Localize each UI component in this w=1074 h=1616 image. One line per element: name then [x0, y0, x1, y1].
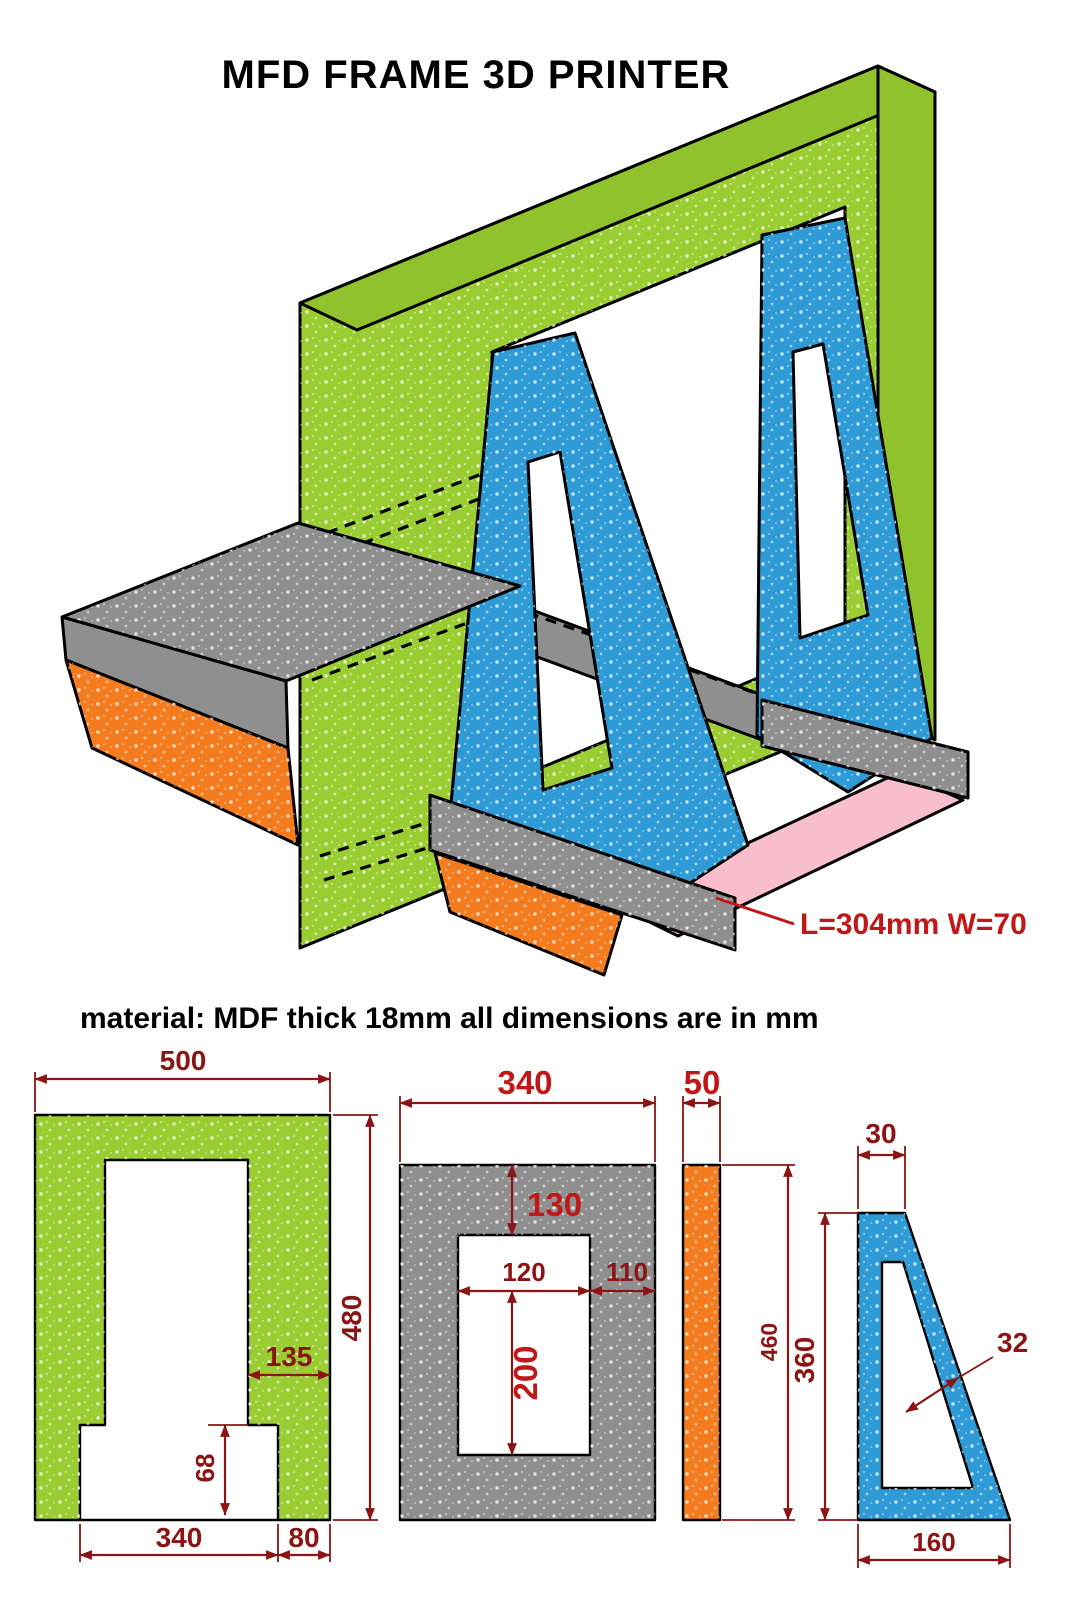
iso-center-foot-block [428, 793, 737, 977]
dim-label-50: 50 [684, 1064, 721, 1101]
plate-callout-label: L=304mm W=70 [800, 908, 1027, 941]
material-note: material: MDF thick 18mm all dimensions … [80, 1002, 819, 1035]
iso-right-gusset-texture [757, 218, 932, 792]
iso-hidden-line [319, 818, 437, 858]
dim-label-130: 130 [527, 1186, 582, 1223]
dim-label-68: 68 [190, 1454, 220, 1483]
panel-front-texture [35, 1115, 330, 1520]
dim-label-340: 340 [497, 1064, 552, 1101]
dim-label-200: 200 [507, 1345, 544, 1400]
plate-front-texture [400, 1165, 655, 1520]
dim-leader-32 [957, 1356, 994, 1379]
dim-label-32: 32 [997, 1327, 1028, 1358]
page-title: MFD FRAME 3D PRINTER [222, 53, 731, 97]
dim-label-480: 480 [336, 1295, 367, 1342]
iso-orange-skirt-left-texture [66, 660, 298, 845]
dim-label-135: 135 [266, 1341, 313, 1372]
iso-left-gusset [445, 331, 750, 908]
iso-left-gusset-texture [447, 333, 748, 906]
iso-right-foot-rail [760, 698, 970, 800]
dim-label-160: 160 [912, 1527, 955, 1557]
dim-label-30: 30 [865, 1118, 896, 1149]
iso-base-top-texture [62, 523, 520, 681]
gusset-front-texture [858, 1213, 1010, 1520]
iso-base-platform-left [60, 521, 522, 847]
view-base-plate: 340 50 130 120 110 200 460 [398, 1064, 795, 1522]
dim-label-340-bottom: 340 [156, 1522, 203, 1553]
iso-orange-skirt-center-texture [435, 853, 622, 975]
iso-right-foot-rail-texture [762, 700, 968, 798]
dim-line-32 [905, 1377, 959, 1413]
dim-label-110: 110 [606, 1257, 648, 1287]
dim-label-80: 80 [288, 1522, 319, 1553]
iso-center-foot-texture [430, 795, 735, 950]
iso-hidden-line [311, 612, 493, 682]
plate-side-strip-texture [683, 1165, 720, 1520]
dim-label-500: 500 [160, 1045, 207, 1076]
iso-hidden-line [323, 842, 441, 882]
isometric-assembly-view: L=304mm W=70 [60, 64, 1027, 977]
dim-label-460: 460 [756, 1323, 782, 1361]
view-gusset: 360 30 32 160 [789, 1118, 1028, 1568]
dim-label-360: 360 [789, 1337, 820, 1384]
plate-callout-leader [715, 896, 795, 926]
view-back-panel: 500 480 135 68 340 80 [33, 1045, 378, 1562]
dim-label-120: 120 [502, 1257, 545, 1287]
